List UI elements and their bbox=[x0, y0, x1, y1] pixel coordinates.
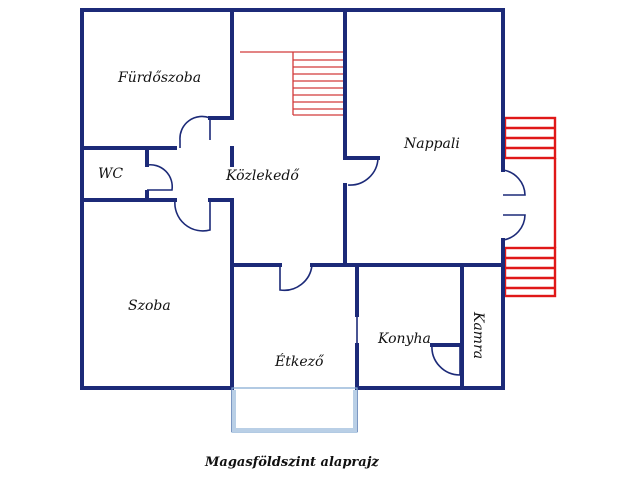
staircase bbox=[240, 51, 345, 116]
dining-bay-window bbox=[231, 387, 358, 433]
room-label-kozlekedo: Közlekedő bbox=[225, 168, 300, 184]
room-label-konyha: Konyha bbox=[377, 331, 431, 347]
room-label-szoba: Szoba bbox=[128, 298, 171, 314]
plan-caption: Magasföldszint alaprajz bbox=[204, 455, 379, 470]
balcony-railing bbox=[503, 116, 557, 298]
room-label-wc: WC bbox=[98, 166, 123, 182]
room-label-kamra: Kamra bbox=[470, 311, 486, 359]
room-label-etkezo: Étkező bbox=[274, 352, 325, 370]
room-label-nappali: Nappali bbox=[403, 136, 460, 152]
room-label-furdoszoba: Fürdőszoba bbox=[117, 70, 201, 86]
door-swings bbox=[146, 115, 526, 376]
